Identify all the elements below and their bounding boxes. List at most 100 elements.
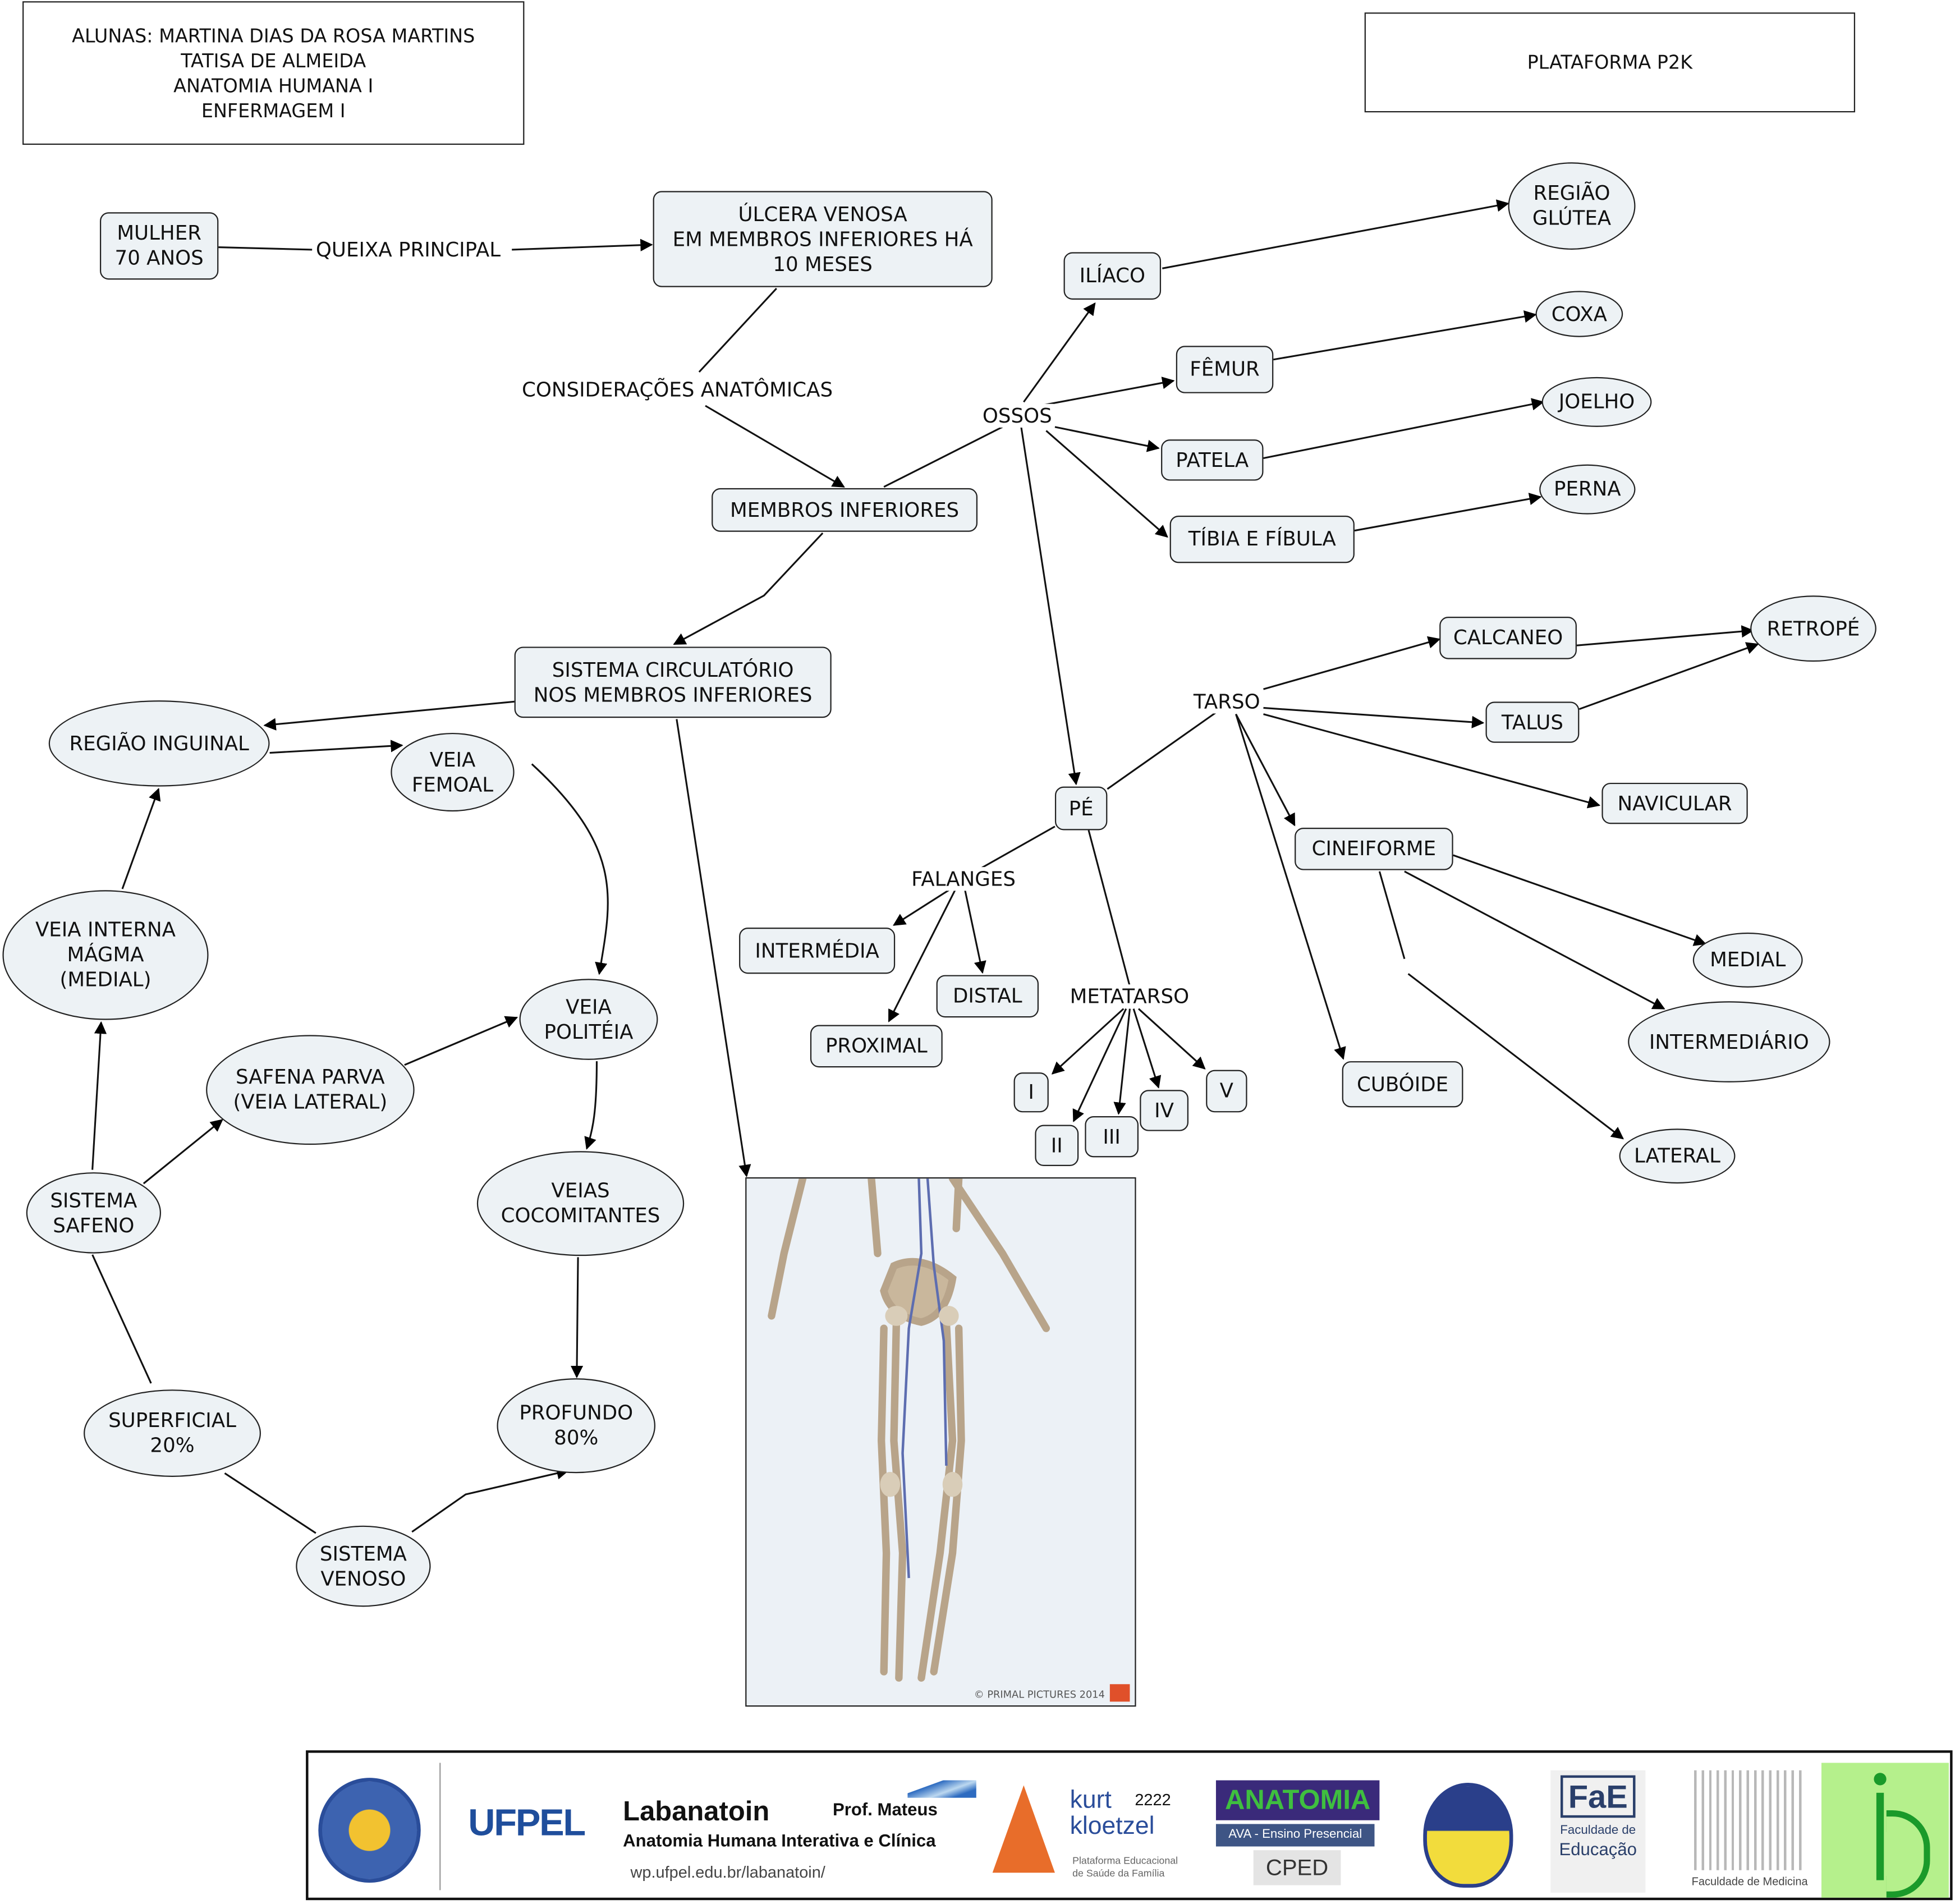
node-cuboide[interactable]: CUBÓIDE <box>1342 1061 1463 1108</box>
node-politeia[interactable]: VEIA POLITÉIA <box>519 979 658 1060</box>
arrow-connector <box>1026 377 1175 410</box>
node-intermedia[interactable]: INTERMÉDIA <box>739 928 896 974</box>
arrow-connector <box>705 405 845 488</box>
node-glutea[interactable]: REGIÃO GLÚTEA <box>1508 162 1636 250</box>
cped-logo: CPED <box>1253 1850 1341 1885</box>
node-perna[interactable]: PERNA <box>1539 464 1636 515</box>
line-connector <box>91 1254 152 1384</box>
node-safena[interactable]: SAFENA PARVA (VEIA LATERAL) <box>206 1035 415 1145</box>
line-connector <box>1378 871 1406 960</box>
arrow-connector <box>121 787 161 889</box>
labanatoin-stripe <box>907 1780 976 1798</box>
arrow-connector <box>584 1061 598 1150</box>
node-m4[interactable]: IV <box>1140 1090 1189 1131</box>
anatomy-skeleton-image: © PRIMAL PICTURES 2014 <box>745 1177 1136 1707</box>
famed-text: Faculdade de Medicina <box>1691 1875 1808 1888</box>
arrow-connector <box>1354 493 1542 532</box>
node-m2[interactable]: II <box>1035 1125 1079 1166</box>
node-lateral[interactable]: LATERAL <box>1619 1128 1736 1184</box>
ufpel-logo: UFPEL <box>468 1802 586 1845</box>
prof-mateus-text: Prof. Mateus <box>832 1799 938 1819</box>
institution-logos-bar: UFPEL Labanatoin Prof. Mateus Anatomia H… <box>306 1750 1953 1901</box>
link-label-falanges: FALANGES <box>910 867 1017 891</box>
node-interna[interactable]: VEIA INTERNA MÁGMA (MEDIAL) <box>2 890 209 1020</box>
arrow-connector <box>1407 973 1624 1140</box>
node-navicular[interactable]: NAVICULAR <box>1601 782 1748 824</box>
link-label-metatarso: METATARSO <box>1068 984 1191 1008</box>
divider <box>439 1763 441 1891</box>
node-superficial[interactable]: SUPERFICIAL 20% <box>84 1389 261 1477</box>
skeleton-illustration <box>768 1178 1050 1682</box>
arrow-connector <box>1132 1008 1162 1089</box>
node-femur[interactable]: FÊMUR <box>1176 346 1274 393</box>
arrow-connector <box>1235 714 1346 1060</box>
arrow-connector <box>1576 625 1754 646</box>
node-medial[interactable]: MEDIAL <box>1692 932 1803 988</box>
node-mulher[interactable]: MULHER 70 ANOS <box>99 212 219 280</box>
arrow-connector <box>143 1119 223 1185</box>
node-cocomitantes[interactable]: VEIAS COCOMITANTES <box>476 1151 685 1256</box>
line-connector <box>1087 830 1131 987</box>
kurt-overlay-number: 2222 <box>1135 1790 1171 1809</box>
node-intermediario[interactable]: INTERMEDIÁRIO <box>1628 1001 1830 1082</box>
node-cineiforme[interactable]: CINEIFORME <box>1295 828 1453 870</box>
arrow-connector <box>411 1467 570 1533</box>
arrow-connector <box>1404 870 1665 1010</box>
kurt-text: kurt <box>1070 1786 1112 1814</box>
ufpel-seal-logo <box>318 1778 421 1883</box>
arrow-connector <box>1263 636 1441 690</box>
arrow-connector <box>673 532 824 645</box>
arrow-connector <box>1023 302 1096 403</box>
line-connector <box>977 825 1055 871</box>
link-label-ossos: OSSOS <box>981 403 1053 428</box>
arrow-connector <box>1113 1008 1131 1115</box>
node-m5[interactable]: V <box>1206 1070 1247 1113</box>
node-ulcera[interactable]: ÚLCERA VENOSA EM MEMBROS INFERIORES HÁ 1… <box>653 191 993 287</box>
node-m3[interactable]: III <box>1085 1116 1139 1158</box>
fae-text-2: Educação <box>1559 1839 1637 1859</box>
node-talus[interactable]: TALUS <box>1485 701 1580 743</box>
arrow-connector <box>1578 642 1759 710</box>
node-distal[interactable]: DISTAL <box>936 975 1039 1018</box>
node-pe[interactable]: PÉ <box>1054 786 1108 831</box>
arrow-connector <box>1051 1008 1125 1075</box>
crest-logo <box>1423 1783 1513 1888</box>
arrow-connector <box>570 1257 584 1379</box>
node-iliaco[interactable]: ILÍACO <box>1063 252 1162 300</box>
line-connector <box>224 1472 316 1534</box>
arrow-connector <box>1162 199 1509 269</box>
node-coxa[interactable]: COXA <box>1535 291 1623 337</box>
fae-text-1: Faculdade de <box>1560 1824 1636 1838</box>
node-safeno[interactable]: SISTEMA SAFENO <box>26 1172 161 1254</box>
node-inguinal[interactable]: REGIÃO INGUINAL <box>48 700 270 787</box>
kloetzel-text: kloetzel <box>1070 1813 1155 1841</box>
node-proximal[interactable]: PROXIMAL <box>810 1025 943 1068</box>
arrow-connector <box>531 763 609 975</box>
line-connector <box>218 246 313 251</box>
node-membros[interactable]: MEMBROS INFERIORES <box>712 488 978 532</box>
node-circ[interactable]: SISTEMA CIRCULATÓRIO NOS MEMBROS INFERIO… <box>514 646 832 718</box>
node-venoso[interactable]: SISTEMA VENOSO <box>296 1525 431 1607</box>
arrow-connector <box>893 889 949 926</box>
node-patela[interactable]: PATELA <box>1161 439 1264 481</box>
arrow-connector <box>676 719 751 1177</box>
ava-banner: AVA - Ensino Presencial <box>1215 1824 1375 1847</box>
famed-building-logo <box>1694 1770 1807 1870</box>
node-calcaneo[interactable]: CALCANEO <box>1439 617 1577 659</box>
arrow-connector <box>263 700 515 731</box>
arrow-connector <box>1072 1008 1127 1122</box>
node-retrope[interactable]: RETROPÉ <box>1750 595 1876 662</box>
arrow-connector <box>1263 706 1485 728</box>
arrow-connector <box>1263 398 1545 460</box>
node-tibia[interactable]: TÍBIA E FÍBULA <box>1169 515 1355 563</box>
node-joelho[interactable]: JOELHO <box>1541 377 1652 427</box>
node-m1[interactable]: I <box>1013 1072 1049 1113</box>
node-femoal[interactable]: VEIA FEMOAL <box>391 732 515 812</box>
arrow-connector <box>269 740 403 754</box>
node-profundo[interactable]: PROFUNDO 80% <box>497 1378 656 1474</box>
link-label-queixa: QUEIXA PRINCIPAL <box>314 237 502 262</box>
arrow-connector <box>1453 854 1707 946</box>
primal-pictures-logo <box>1109 1684 1130 1702</box>
